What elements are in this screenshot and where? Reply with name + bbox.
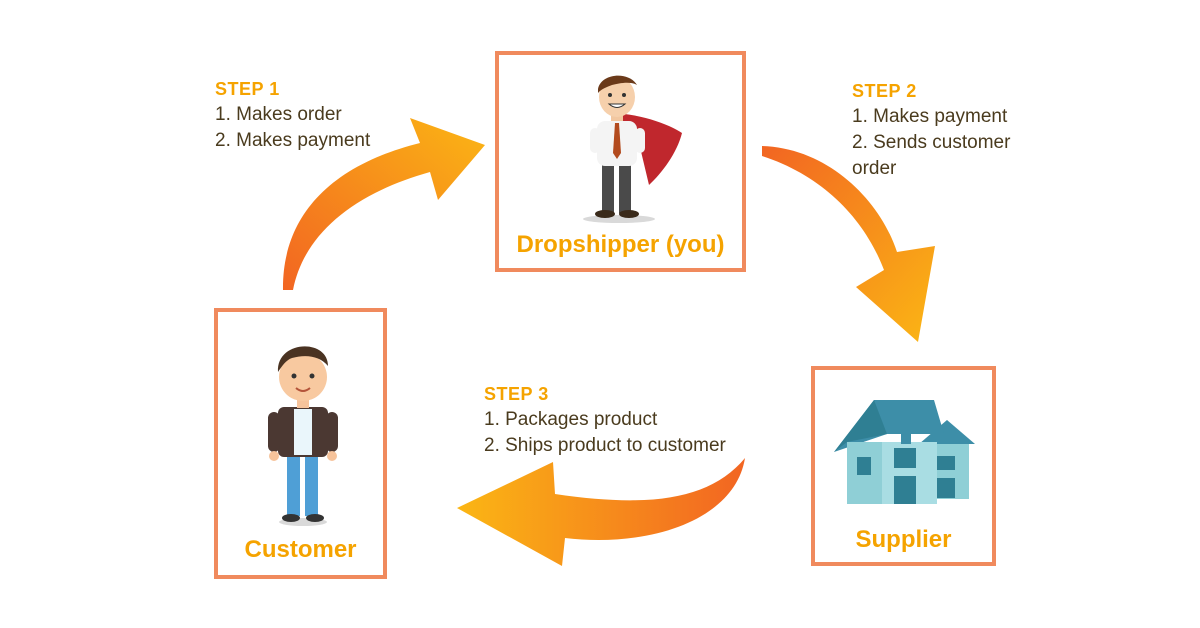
step-2-line-3: order — [852, 158, 897, 179]
step-3-title: STEP 3 — [484, 384, 549, 404]
supplier-card: Supplier — [811, 366, 996, 566]
arrow-dropshipper-to-supplier — [762, 146, 935, 342]
supplier-label: Supplier — [855, 526, 952, 553]
step-3-text: STEP 3 1. Packages product 2. Ships prod… — [484, 381, 726, 459]
customer-card: Customer — [214, 308, 387, 579]
step-2-text: STEP 2 1. Makes payment 2. Sends custome… — [852, 78, 1010, 182]
step-3-line-1: 1. Packages product — [484, 409, 658, 430]
customer-label: Customer — [244, 536, 357, 563]
step-2-line-1: 1. Makes payment — [852, 106, 1008, 127]
step-1-line-1: 1. Makes order — [215, 104, 342, 125]
step-3-line-2: 2. Ships product to customer — [484, 435, 726, 456]
young-man-icon — [268, 346, 338, 526]
arrow-supplier-to-customer — [457, 458, 745, 566]
step-1-title: STEP 1 — [215, 79, 280, 99]
step-2-title: STEP 2 — [852, 81, 917, 101]
dropshipper-card: Dropshipper (you) — [495, 51, 746, 272]
dropshipper-label: Dropshipper (you) — [516, 231, 725, 258]
arrow-customer-to-dropshipper — [282, 118, 485, 290]
house-icon — [834, 400, 975, 504]
step-1-line-2: 2. Makes payment — [215, 130, 371, 151]
step-2-line-2: 2. Sends customer — [852, 132, 1011, 153]
step-1-text: STEP 1 1. Makes order 2. Makes payment — [215, 76, 370, 154]
businessman-cape-icon — [583, 75, 682, 223]
